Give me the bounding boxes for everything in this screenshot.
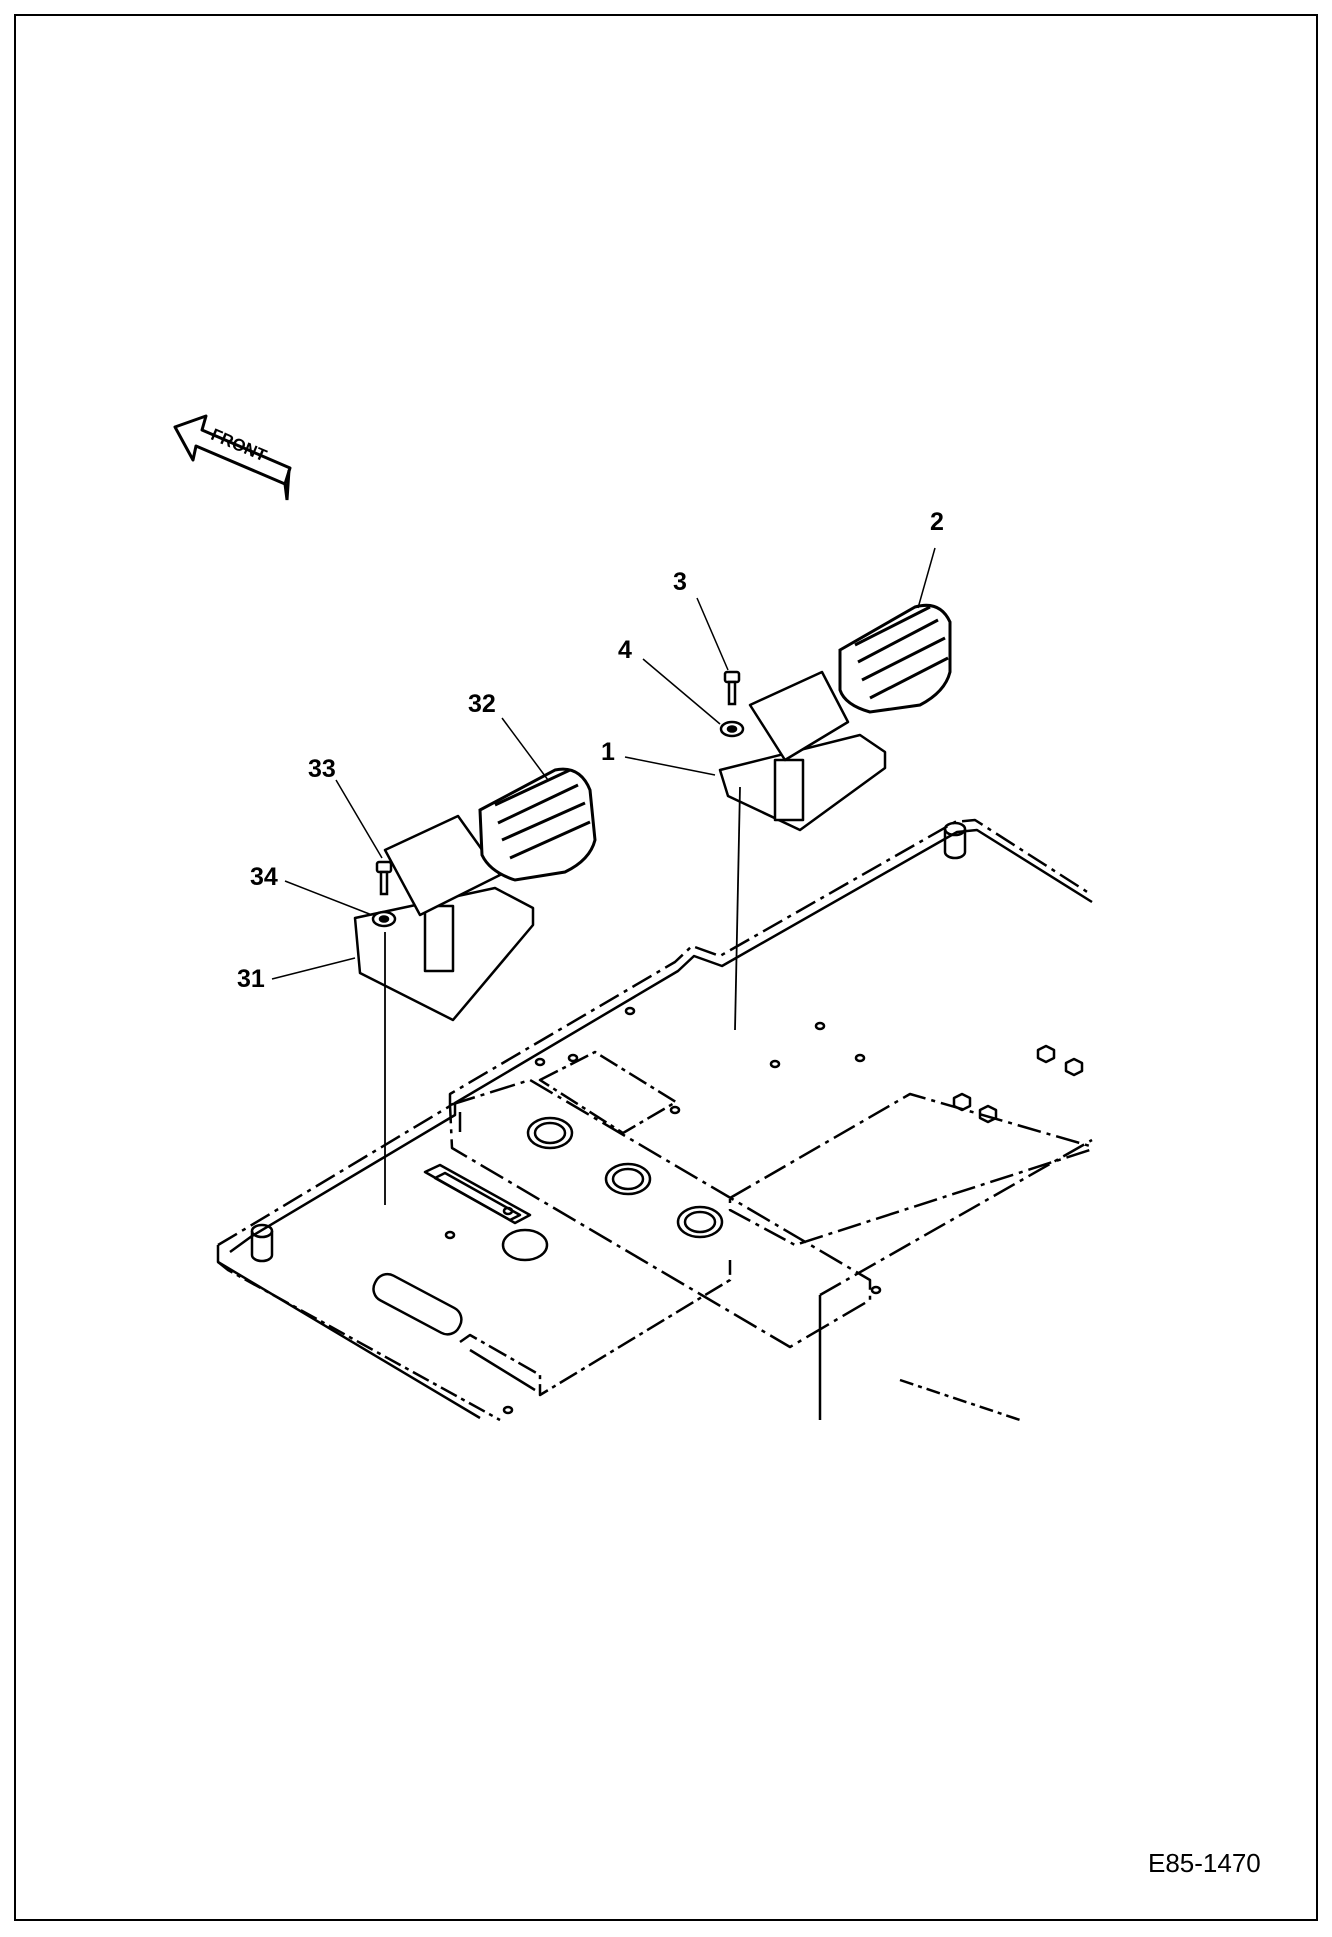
callout-32: 32 [468, 690, 496, 718]
floor-plate-drawing [216, 818, 1093, 1422]
leader-lines [271, 547, 936, 980]
callout-31: 31 [237, 965, 265, 993]
washer-4-icon [719, 720, 745, 738]
bolt-33-icon [375, 860, 393, 896]
callout-34: 34 [250, 863, 278, 891]
callout-2: 2 [930, 508, 944, 536]
washer-34-icon [371, 910, 397, 928]
pedal-pad-right-icon [838, 603, 952, 714]
callout-1: 1 [601, 738, 615, 766]
pedal-pad-left-icon [478, 767, 597, 882]
front-arrow-icon: FRONT [173, 414, 292, 501]
drawing-number: E85-1470 [1148, 1848, 1261, 1878]
callout-3: 3 [673, 568, 687, 596]
pedal-assembly-left [353, 814, 535, 1205]
sheet-border [14, 14, 1318, 1921]
callout-4: 4 [618, 636, 632, 664]
pedal-arm-right [748, 670, 850, 762]
bolt-3-icon [723, 670, 741, 706]
callout-33: 33 [308, 755, 336, 783]
pedal-assembly-right [718, 670, 887, 1031]
